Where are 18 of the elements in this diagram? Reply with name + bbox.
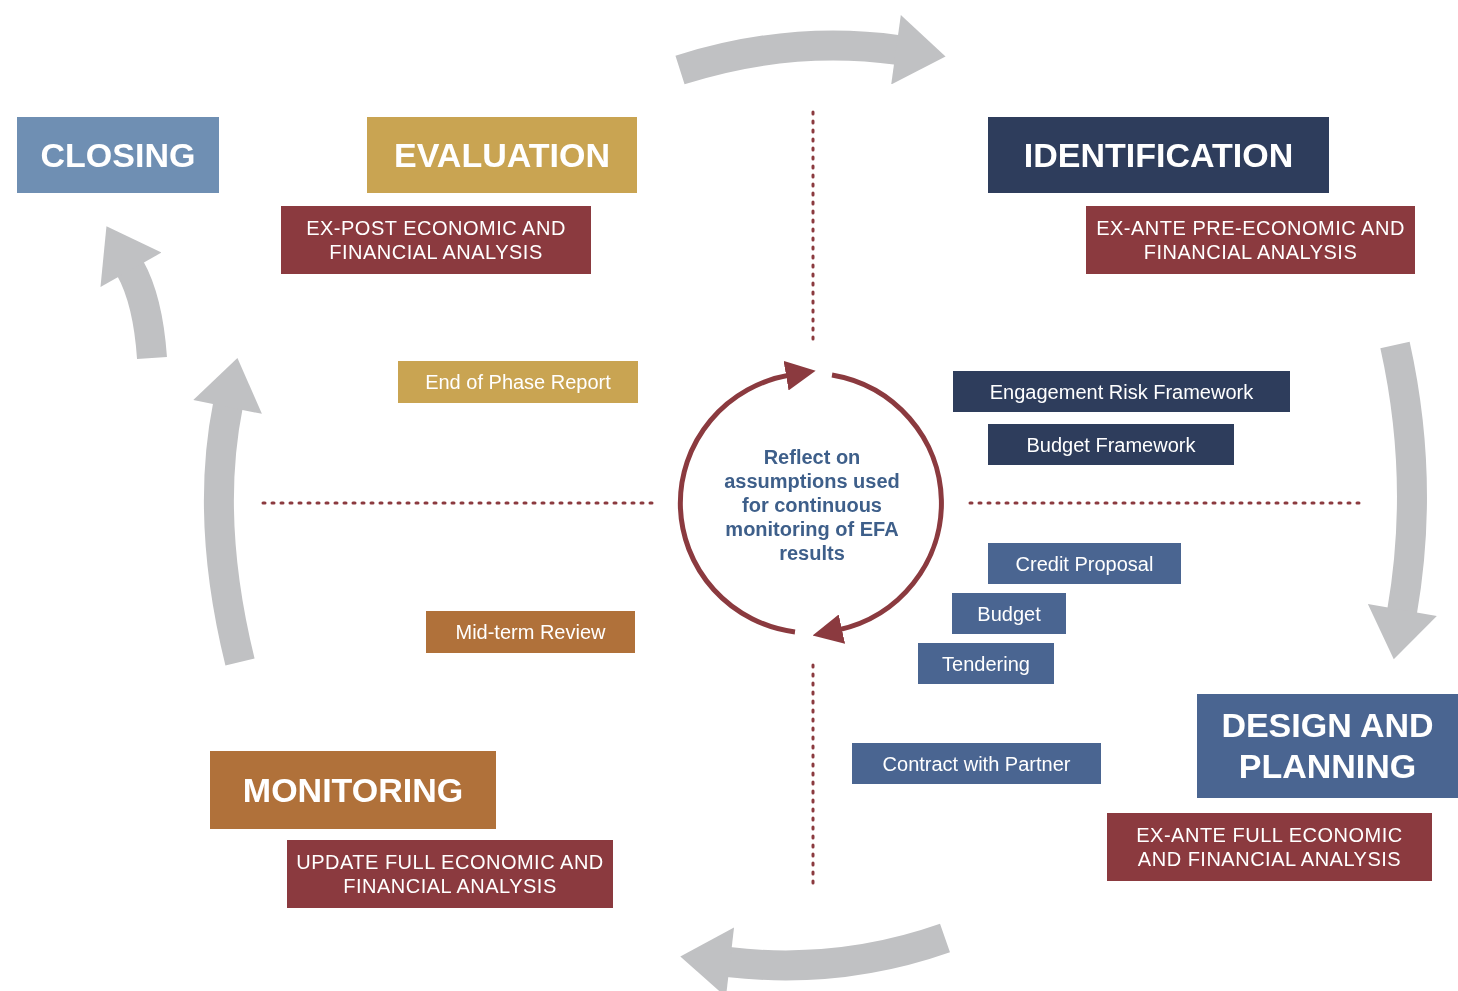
document-box: Contract with Partner <box>852 743 1101 784</box>
analysis-box: EX-ANTE FULL ECONOMIC AND FINANCIAL ANALYSIS <box>1107 813 1432 881</box>
document-box: Engagement Risk Framework <box>953 371 1290 412</box>
document-box: Tendering <box>918 643 1054 684</box>
document-box: End of Phase Report <box>398 361 638 403</box>
phase-box: CLOSING <box>17 117 219 193</box>
document-box: Budget <box>952 593 1066 634</box>
analysis-box: EX-POST ECONOMIC AND FINANCIAL ANALYSIS <box>281 206 591 274</box>
analysis-box: UPDATE FULL ECONOMIC AND FINANCIAL ANALYSIS <box>287 840 613 908</box>
phase-box: IDENTIFICATION <box>988 117 1329 193</box>
phase-box: EVALUATION <box>367 117 637 193</box>
document-box: Credit Proposal <box>988 543 1181 584</box>
document-box: Budget Framework <box>988 424 1234 465</box>
phase-box: MONITORING <box>210 751 496 829</box>
phase-box: DESIGN AND PLANNING <box>1197 694 1458 798</box>
analysis-box: EX-ANTE PRE-ECONOMIC AND FINANCIAL ANALYSIS <box>1086 206 1415 274</box>
cycle-note: Reflect on assumptions used for continuous monitoring of EFA results <box>710 440 914 570</box>
document-box: Mid-term Review <box>426 611 635 653</box>
